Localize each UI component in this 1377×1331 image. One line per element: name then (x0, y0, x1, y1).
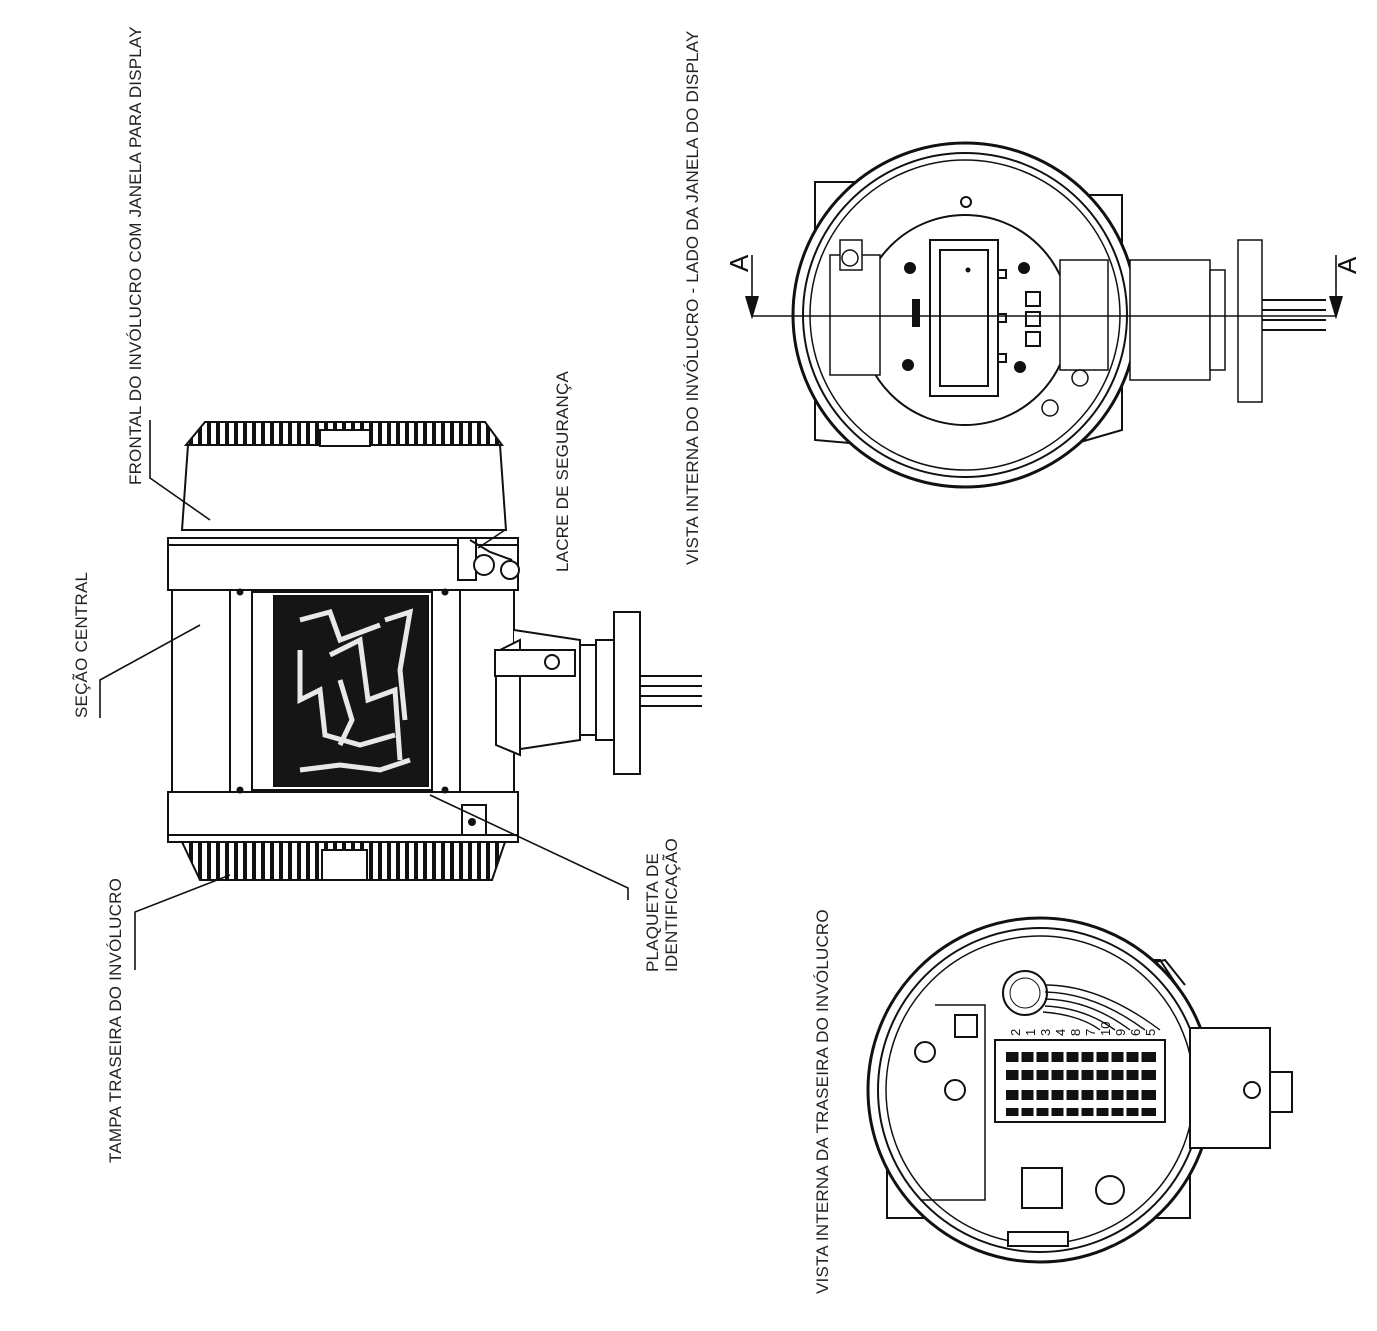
label-frontal: FRONTAL DO INVÓLUCRO COM JANELA PARA DIS… (126, 26, 145, 485)
label-plaqueta-line1: PLAQUETA DE (643, 852, 662, 972)
back-cover (180, 841, 507, 881)
terminal-number-2: 2 (1008, 1029, 1023, 1036)
display-side-internal-view (745, 141, 1343, 489)
identification-plate (251, 591, 433, 791)
section-mark-left: A (724, 254, 754, 272)
housing-side-view (99, 420, 702, 970)
terminal-number-1: 1 (1023, 1029, 1038, 1036)
security-seal (457, 537, 520, 581)
label-plaqueta-line2: IDENTIFICAÇÃO (662, 838, 681, 972)
terminal-number-3: 3 (1038, 1029, 1053, 1036)
label-lacre: LACRE DE SEGURANÇA (553, 370, 572, 572)
terminal-number-10: 10 (1098, 1022, 1113, 1036)
terminal-number-4: 4 (1053, 1029, 1068, 1036)
label-secao-central: SEÇÃO CENTRAL (72, 571, 91, 718)
terminal-number-8: 8 (1068, 1029, 1083, 1036)
front-cover (180, 421, 508, 531)
label-tampa-traseira: TAMPA TRASEIRA DO INVÓLUCRO (106, 877, 125, 1163)
section-mark-right: A (1332, 256, 1362, 274)
label-vista-traseira: VISTA INTERNA DA TRASEIRA DO INVÓLUCRO (813, 909, 832, 1294)
leader-lines (99, 420, 629, 970)
central-section (167, 537, 519, 843)
conduit-neck (494, 611, 702, 775)
back-internal-view (866, 916, 1293, 1264)
terminal-number-9: 9 (1113, 1029, 1128, 1036)
label-vista-display: VISTA INTERNA DO INVÓLUCRO - LADO DA JAN… (683, 30, 702, 565)
terminal-number-6: 6 (1128, 1029, 1143, 1036)
terminal-number-5: 5 (1143, 1029, 1158, 1036)
terminal-number-7: 7 (1083, 1029, 1098, 1036)
label-plaqueta: PLAQUETA DE IDENTIFICAÇÃO (643, 838, 681, 972)
